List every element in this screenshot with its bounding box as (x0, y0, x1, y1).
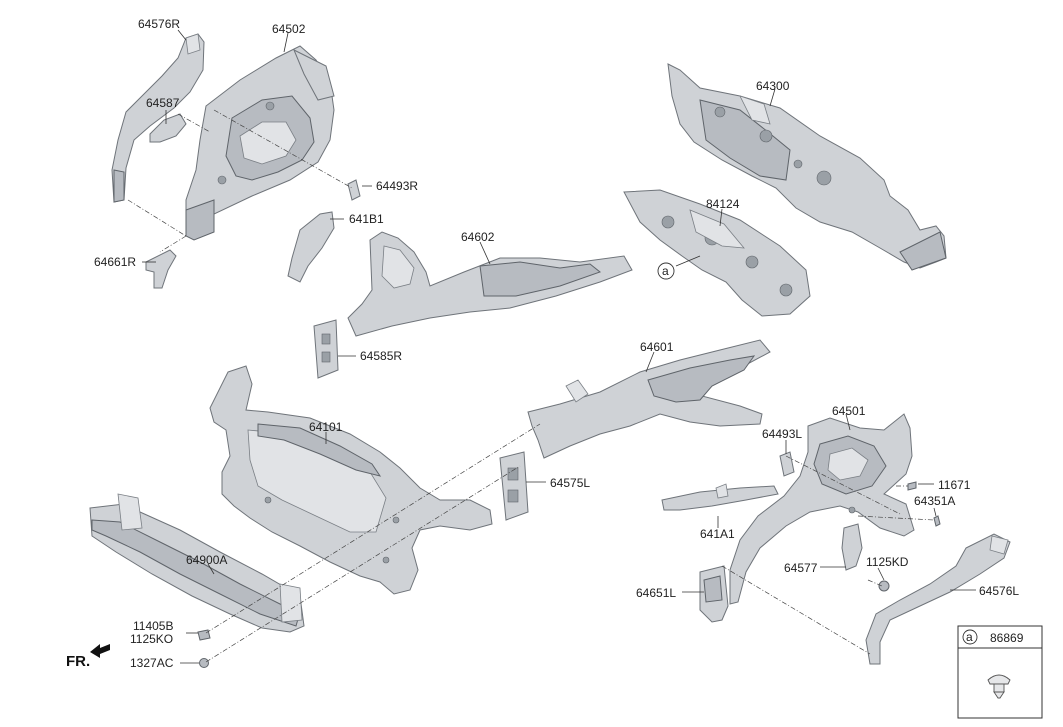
label-641B1: 641B1 (349, 212, 384, 226)
label-11405B: 11405B (133, 619, 173, 633)
leader-lines (142, 29, 976, 664)
part-64577 (841, 523, 863, 571)
label-64577: 64577 (784, 561, 818, 575)
part-64575L (499, 451, 529, 521)
label-64661R: 64661R (94, 255, 136, 269)
label-64900A: 64900A (186, 553, 227, 567)
label-641A1: 641A1 (700, 527, 735, 541)
part-nut-1327AC (199, 658, 209, 668)
label-64493L: 64493L (762, 427, 802, 441)
part-84124 (623, 189, 811, 317)
label-64576R: 64576R (138, 17, 180, 31)
label-64501: 64501 (832, 404, 866, 418)
label-64300: 64300 (756, 79, 790, 93)
label-11671: 11671 (938, 478, 971, 492)
label-1125KO: 1125KO (130, 632, 173, 646)
legend-part-number: 86869 (990, 631, 1024, 645)
part-64651L (699, 565, 729, 623)
part-64493R (347, 179, 361, 201)
part-64587 (149, 113, 187, 143)
callout-a: a (657, 262, 675, 280)
part-11671 (907, 481, 917, 491)
callout-a-letter: a (662, 264, 669, 278)
label-64601: 64601 (640, 340, 674, 354)
part-64101 (209, 365, 493, 595)
part-64602 (347, 231, 633, 337)
part-64661R (145, 249, 177, 289)
label-1327AC: 1327AC (130, 656, 174, 670)
part-641A1 (661, 483, 779, 511)
part-64493L (779, 451, 795, 477)
clip-fastener-icon (987, 674, 1011, 699)
assembly-lines (127, 109, 935, 663)
legend-box: a 86869 (957, 625, 1043, 719)
label-1125KD: 1125KD (866, 555, 909, 569)
front-direction-indicator: FR. (66, 644, 110, 670)
part-64585R (313, 319, 339, 379)
label-64585R: 64585R (360, 349, 402, 363)
label-84124: 84124 (706, 197, 740, 211)
label-64651L: 64651L (636, 586, 676, 600)
front-label: FR. (66, 653, 90, 670)
part-64601 (527, 339, 771, 459)
label-64351A: 64351A (914, 494, 955, 508)
part-64900A (89, 493, 305, 633)
part-64351A (933, 515, 941, 527)
label-64575L: 64575L (550, 476, 590, 490)
label-64576L: 64576L (979, 584, 1019, 598)
front-arrow-icon (90, 644, 110, 658)
label-64587: 64587 (146, 96, 180, 110)
part-64300 (667, 63, 947, 271)
part-64576R (111, 33, 205, 203)
label-64502: 64502 (272, 22, 306, 36)
part-64502 (185, 45, 335, 241)
part-64576L (865, 533, 1011, 665)
label-64493R: 64493R (376, 179, 418, 193)
label-64602: 64602 (461, 230, 495, 244)
part-labels: 64576R 64502 64587 64493R 641B1 64661R 6… (94, 17, 1019, 670)
legend-key: a (966, 630, 973, 644)
part-64501 (729, 413, 915, 605)
part-641B1 (287, 211, 335, 283)
part-1125KD (878, 580, 890, 592)
label-64101: 64101 (309, 420, 343, 434)
